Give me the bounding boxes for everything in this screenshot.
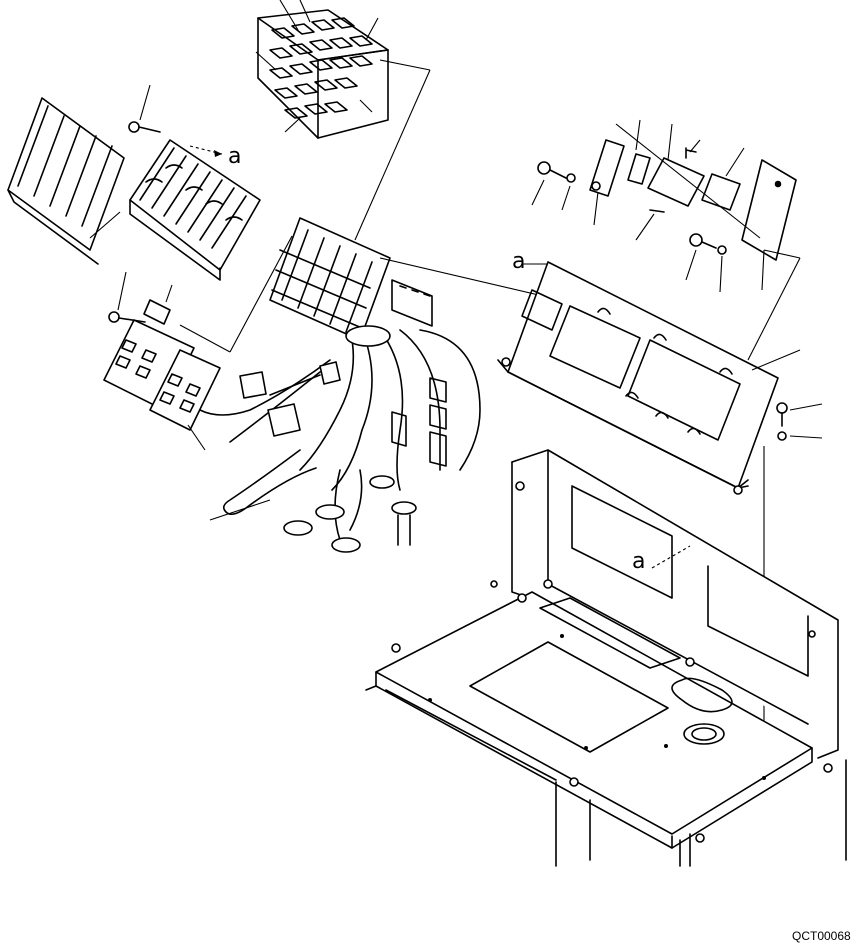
floor-frame	[365, 449, 847, 867]
figure-code: QCT00068	[792, 929, 851, 943]
clip-bracket	[103, 235, 293, 451]
callout-a-top: a	[228, 144, 241, 169]
cover-plate-parts	[531, 119, 801, 361]
wiring-harness	[199, 217, 661, 553]
callout-a-bracket: a	[512, 249, 525, 274]
top-fuse-cluster	[255, 0, 431, 241]
screw-a-top	[128, 84, 223, 157]
panel-bracket	[497, 261, 823, 776]
fuse-rail-assembly	[7, 84, 261, 281]
callout-a-frame: a	[632, 549, 645, 574]
